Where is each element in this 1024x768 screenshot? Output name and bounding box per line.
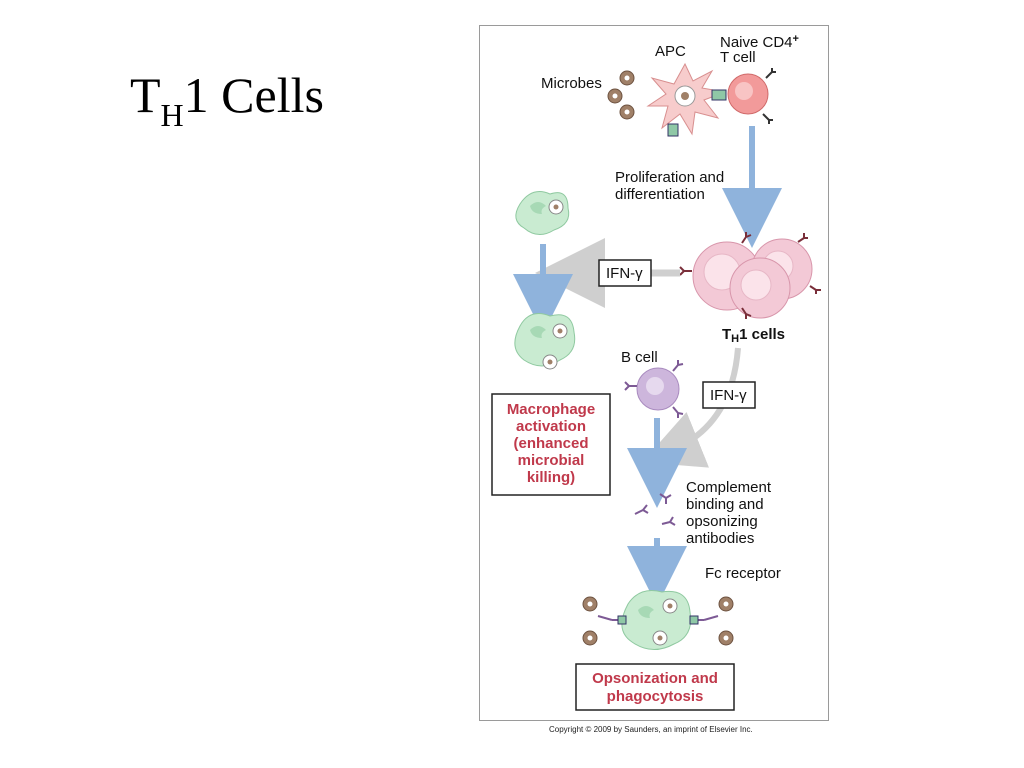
microbes-label: Microbes: [541, 75, 602, 92]
apc-label: APC: [655, 43, 686, 60]
microbe-cluster: [607, 70, 635, 120]
complement-label-1: Complement: [686, 479, 772, 496]
proliferation-label: Proliferation and: [615, 169, 724, 186]
opsonization-line1: Opsonization and: [592, 670, 718, 687]
microbe-icon: [619, 70, 635, 86]
naive-t-cell-label-2: T cell: [720, 49, 756, 66]
phagocytosing-macrophage: [621, 590, 692, 650]
resting-macrophage: [515, 191, 570, 235]
th1-cells-label: TH1 cells: [722, 326, 785, 345]
ifn-gamma-label-1: IFN-γ: [606, 265, 643, 282]
complement-label-4: antibodies: [686, 530, 754, 547]
naive-t-cell: [727, 68, 776, 124]
ifn-gamma-label-2: IFN-γ: [710, 387, 747, 404]
fc-receptor-label: Fc receptor: [705, 565, 781, 582]
b-cell-label: B cell: [621, 349, 658, 366]
title-t: T: [130, 67, 161, 123]
th1-figure-panel: Microbes APC Naive CD4+ T cell Prolifera…: [479, 25, 829, 721]
macrophage-activation-line1: Macrophage: [507, 401, 595, 418]
copyright-notice: Copyright © 2009 by Saunders, an imprint…: [549, 725, 753, 734]
microbe-icon: [607, 88, 623, 104]
differentiation-label: differentiation: [615, 186, 705, 203]
opsonization-line2: phagocytosis: [607, 688, 704, 705]
macrophage-activation-line3: (enhanced: [513, 435, 588, 452]
macrophage-activation-line4: microbial: [518, 452, 585, 469]
macrophage-activation-box: [491, 393, 611, 496]
apc-cell: [646, 62, 727, 136]
slide-title: TH1 Cells: [130, 66, 324, 133]
complement-label-3: opsonizing: [686, 513, 758, 530]
title-subscript: H: [160, 97, 184, 133]
activated-macrophage: [514, 313, 576, 370]
b-cell: [624, 360, 684, 418]
mhc-receptor-icon: [667, 89, 727, 137]
macrophage-activation-line2: activation: [516, 418, 586, 435]
macrophage-activation-line5: killing): [527, 469, 575, 486]
ifn-gamma-box-2: [702, 381, 756, 409]
antibody-icons: [634, 493, 676, 526]
microbe-icon: [619, 104, 635, 120]
th1-cell-cluster: [679, 232, 821, 319]
opsonized-microbe-icon: [582, 596, 734, 646]
naive-t-cell-label: Naive CD4+: [720, 33, 799, 51]
title-rest: 1 Cells: [183, 67, 324, 123]
complement-label-2: binding and: [686, 496, 764, 513]
ifn-gamma-arrow-2: [642, 347, 741, 468]
opsonization-box: [575, 663, 735, 711]
ifn-gamma-box-1: [598, 259, 652, 287]
th1-diagram: Microbes APC Naive CD4+ T cell Prolifera…: [491, 33, 821, 711]
